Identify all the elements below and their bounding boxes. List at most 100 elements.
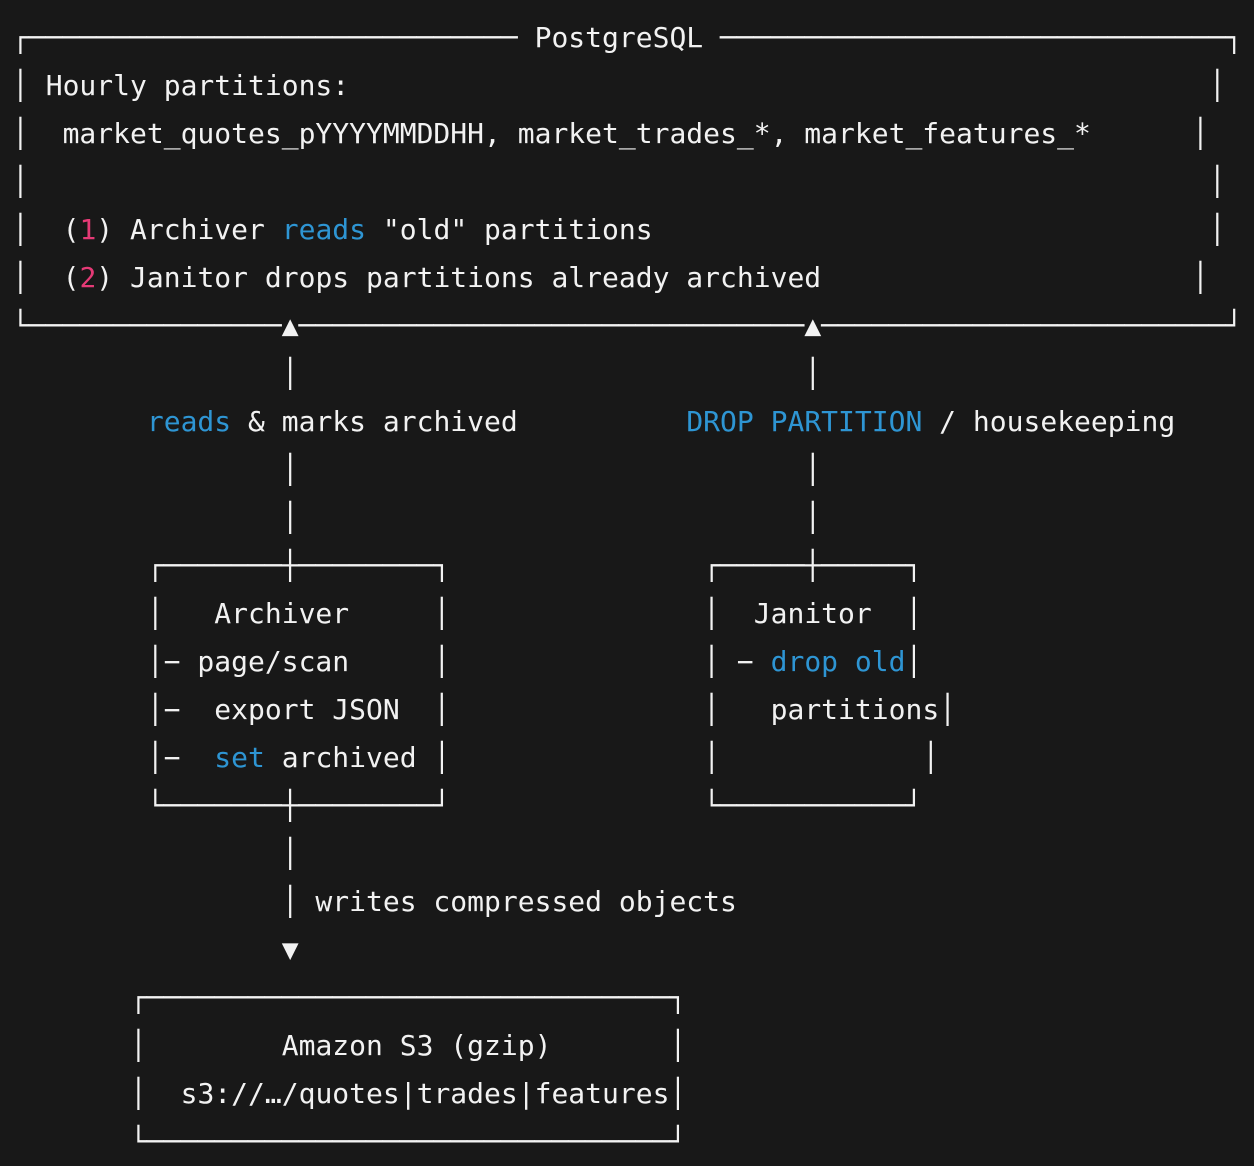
border-dash: ────────: [298, 789, 434, 822]
text-run: ┐: [669, 981, 687, 1014]
text-run: │: [1192, 117, 1209, 150]
border-dash: ─────────────────────────────: [28, 21, 518, 54]
text-run: ┐: [1225, 21, 1243, 54]
text-run: │−: [146, 741, 215, 774]
spacer: [450, 645, 703, 678]
spacer: [12, 981, 130, 1014]
spacer: [450, 789, 703, 822]
text-run: & marks archived: [231, 405, 518, 438]
note-janitor-drops: │ (2) Janitor drops partitions already a…: [12, 254, 1254, 302]
postgres-box-empty-row: │ │: [12, 158, 1254, 206]
connector-row-2: │ │: [12, 446, 1254, 494]
s3-box-bottom-border: └───────────────────────────────┘: [12, 1118, 1254, 1166]
border-dash: ───────────────────────────────: [146, 1125, 670, 1158]
text-run: └: [703, 789, 721, 822]
set-keyword: set: [214, 741, 265, 774]
border-dash: ───────────────────────────────: [146, 981, 670, 1014]
spacer: [450, 741, 703, 774]
border-dash: ───────: [163, 789, 282, 822]
hourly-partitions-label: │ Hourly partitions: │: [12, 62, 1254, 110]
worker-boxes-top-border: ┌───────┼────────┐ ┌─────┼─────┐: [12, 542, 1254, 590]
text-run: │ │: [703, 741, 940, 774]
text-run: │ (: [12, 261, 80, 294]
text-run: ┌: [703, 549, 721, 582]
border-dash: ────────────────────────: [821, 309, 1226, 342]
spacer: [299, 501, 805, 534]
text-run: │ Hourly partitions:: [12, 69, 350, 102]
text-run: ┘: [905, 789, 923, 822]
text-run: ┌: [130, 981, 147, 1014]
border-dash: ───────────: [720, 789, 906, 822]
janitor-title: │ Janitor │: [703, 597, 923, 630]
text-run: └: [12, 309, 29, 342]
spacer: [12, 597, 147, 630]
text-run: ┐: [905, 549, 923, 582]
text-run: │ writes compressed objects: [281, 885, 737, 918]
text-run: │: [281, 501, 299, 534]
worker-items-row-3: │− set archived │ │ │: [12, 734, 1254, 782]
text-run: │: [804, 501, 822, 534]
s3-connector-row: │: [12, 830, 1254, 878]
worker-box-titles: │ Archiver │ │ Janitor │: [12, 590, 1254, 638]
worker-items-row-1: │− page/scan │ │ − drop old│: [12, 638, 1254, 686]
spacer: [12, 885, 282, 918]
text-run: │ partitions│: [703, 693, 957, 726]
spacer: [349, 69, 1209, 102]
text-run: / housekeeping: [922, 405, 1176, 438]
text-run: └: [146, 789, 164, 822]
up-arrow-icon: ▲: [281, 309, 299, 342]
spacer: [12, 453, 282, 486]
text-run: ┼: [281, 789, 299, 822]
spacer: [653, 213, 1209, 246]
spacer: [12, 405, 147, 438]
border-dash: ───────: [163, 549, 282, 582]
text-run: ┘: [669, 1125, 687, 1158]
spacer: [821, 261, 1192, 294]
connector-row-1: │ │: [12, 350, 1254, 398]
border-dash: ─────: [821, 549, 906, 582]
spacer: [12, 357, 282, 390]
drop-partition-keyword: DROP PARTITION: [686, 405, 923, 438]
spacer: [299, 453, 805, 486]
text-run: ) Janitor drops partitions already archi…: [96, 261, 822, 294]
text-run: │: [804, 453, 822, 486]
connector-row-3: │ │: [12, 494, 1254, 542]
text-run: "old" partitions: [366, 213, 653, 246]
spacer: [518, 405, 687, 438]
text-run: │: [281, 357, 299, 390]
spacer: [12, 549, 147, 582]
text-run: │ (: [12, 213, 80, 246]
spacer: [12, 1125, 130, 1158]
s3-title: │ Amazon S3 (gzip) │: [130, 1029, 687, 1062]
reads-keyword: reads: [146, 405, 232, 438]
note-number-1: 1: [79, 213, 97, 246]
spacer: [12, 933, 282, 966]
text-run: │: [281, 837, 299, 870]
archiver-title: │ Archiver │: [146, 597, 451, 630]
border-dash: ─────: [720, 549, 805, 582]
down-arrow-icon: ▼: [281, 933, 299, 966]
text-run: ) Archiver: [96, 213, 282, 246]
edge-labels: reads & marks archived DROP PARTITION / …: [12, 398, 1254, 446]
note-number-2: 2: [79, 261, 97, 294]
text-run: │: [1192, 261, 1209, 294]
text-run: │ −: [703, 645, 771, 678]
reads-keyword: reads: [281, 213, 367, 246]
s3-uri-row: │ s3://…/quotes|trades|features│: [12, 1070, 1254, 1118]
text-run: ┼: [804, 549, 822, 582]
worker-boxes-bottom-border: └───────┼────────┘ └───────────┘: [12, 782, 1254, 830]
spacer: [12, 1077, 130, 1110]
text-run: ┘: [1225, 309, 1243, 342]
text-run: ┌: [146, 549, 164, 582]
text-run: ┘: [433, 789, 451, 822]
spacer: [299, 357, 805, 390]
postgres-box-bottom-border-arrows: └───────────────▲───────────────────────…: [12, 302, 1254, 350]
spacer: [1091, 117, 1192, 150]
spacer: [12, 837, 282, 870]
spacer: [12, 789, 147, 822]
border-dash: ──────────────────────────────: [720, 21, 1226, 54]
text-run: │: [905, 645, 923, 678]
spacer: [29, 165, 1209, 198]
text-run: │: [804, 357, 822, 390]
s3-box-top-border: ┌───────────────────────────────┐: [12, 974, 1254, 1022]
